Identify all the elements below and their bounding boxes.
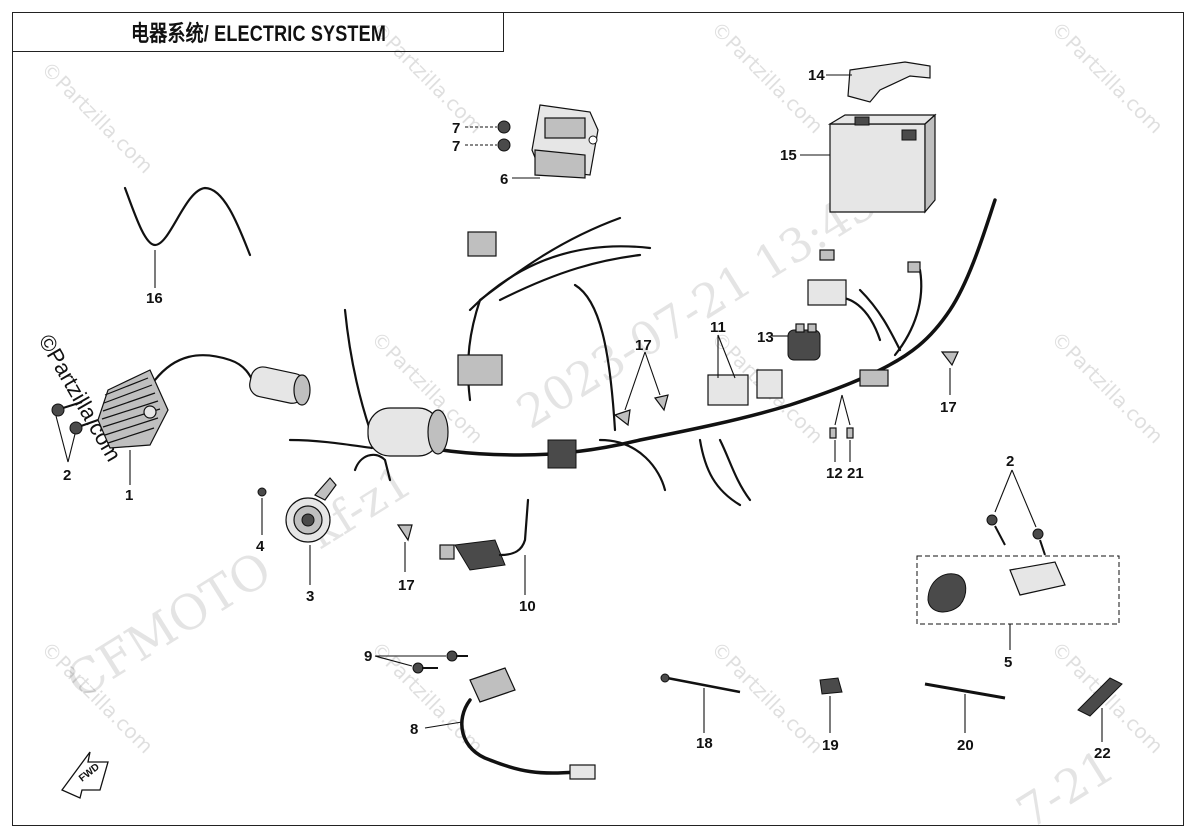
watermark-site: ©Partzilla.com — [706, 637, 828, 759]
part-4-screw — [257, 487, 267, 535]
callout-5: 5 — [1004, 654, 1012, 671]
callout-3: 3 — [306, 588, 314, 605]
part-13-starter-relay — [772, 323, 821, 361]
part-19-connector — [819, 677, 843, 733]
callout-17: 17 — [940, 399, 957, 416]
callout-6: 6 — [500, 171, 508, 188]
callout-17: 17 — [398, 577, 415, 594]
callout-15: 15 — [780, 147, 797, 164]
watermark-site: ©Partzilla.com — [1046, 17, 1168, 139]
part-10-switch — [439, 498, 530, 595]
callout-22: 22 — [1094, 745, 1111, 762]
callout-18: 18 — [696, 735, 713, 752]
callout-7: 7 — [452, 138, 460, 155]
callout-14: 14 — [808, 67, 825, 84]
callout-1: 1 — [125, 487, 133, 504]
callout-10: 10 — [519, 598, 536, 615]
title-box: 电器系统/ ELECTRIC SYSTEM — [12, 12, 504, 52]
watermark-site: ©Partzilla.com — [1046, 327, 1168, 449]
watermark-site: ©Partzilla.com — [366, 637, 488, 759]
fwd-arrow-icon: FWD — [60, 751, 109, 799]
part-5-remote-kit — [916, 469, 1120, 650]
part-16-wire — [123, 186, 252, 288]
callout-11: 11 — [710, 319, 726, 336]
callout-17: 17 — [635, 337, 652, 354]
watermark-site: ©Partzilla.com — [36, 57, 158, 179]
callout-12: 12 — [826, 465, 843, 482]
callout-7: 7 — [452, 120, 460, 137]
watermark-site: ©Partzilla.com — [366, 17, 488, 139]
main-wiring-harness — [288, 198, 997, 507]
callout-21: 21 — [847, 465, 864, 482]
part-7-nuts — [465, 120, 511, 152]
callout-2: 2 — [63, 467, 71, 484]
part-9-bolts — [374, 650, 468, 674]
callout-9: 9 — [364, 648, 372, 665]
part-20-strap — [924, 682, 1006, 733]
watermark-layer: ©Partzilla.com ©Partzilla.com ©Partzilla… — [34, 17, 1168, 839]
part-2-bolts-left — [51, 401, 99, 463]
page-title: 电器系统/ ELECTRIC SYSTEM — [130, 21, 386, 46]
callout-19: 19 — [822, 737, 839, 754]
part-14-bracket — [826, 61, 931, 103]
callout-4: 4 — [256, 538, 265, 555]
watermark-brand: CFMOTO — [57, 541, 282, 710]
callout-13: 13 — [757, 329, 774, 346]
callout-2: 2 — [1006, 453, 1014, 470]
part-22-tape — [1077, 677, 1123, 742]
diagram-frame — [12, 12, 1184, 826]
callout-8: 8 — [410, 721, 418, 738]
part-6-cdi-unit — [512, 104, 599, 179]
part-17-clips — [396, 351, 959, 572]
part-3-horn — [285, 477, 337, 585]
part-12-21-terminals — [829, 394, 854, 462]
part-15-battery — [800, 113, 937, 214]
callout-labels: 1 2 2 3 4 5 6 7 7 8 9 10 11 12 13 14 15 … — [63, 67, 1111, 762]
part-18-cable-tie — [660, 673, 741, 733]
part-8-ignition-coil — [424, 667, 596, 780]
part-11-fuse-leads — [717, 334, 736, 379]
callout-20: 20 — [957, 737, 974, 754]
part-1-regulator — [97, 354, 311, 485]
callout-16: 16 — [146, 290, 163, 307]
